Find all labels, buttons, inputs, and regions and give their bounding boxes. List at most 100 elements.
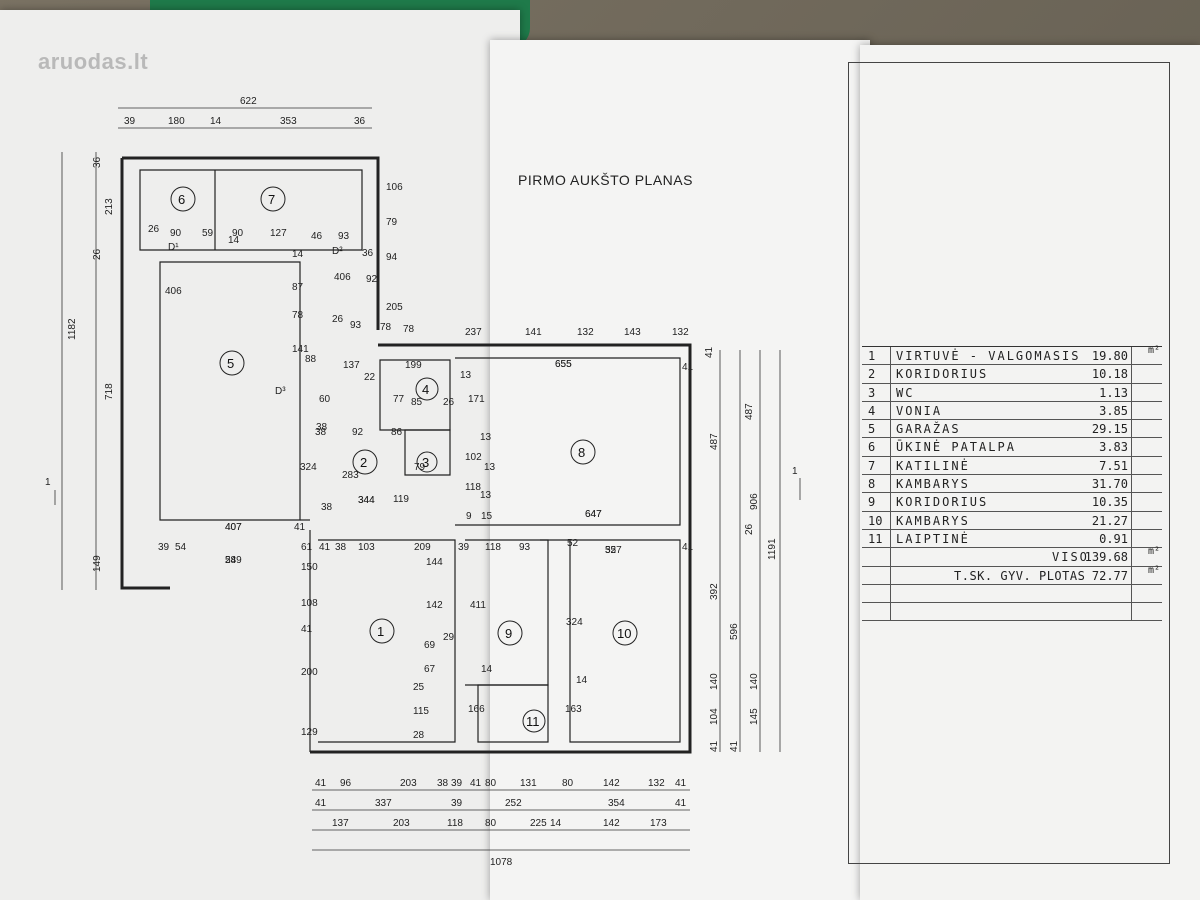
dim-inner: 14 xyxy=(292,249,304,260)
dim-bottom-row3: 118 xyxy=(447,818,463,829)
dim-906: 906 xyxy=(749,493,760,510)
paper-sheet-right xyxy=(860,45,1200,900)
dim-inner: 237 xyxy=(465,327,482,338)
dim-inner: 85 xyxy=(411,397,423,408)
dim-inner: 141 xyxy=(292,344,309,355)
dim-bottom-row3: 137 xyxy=(332,818,349,829)
dim-bottom-row1: 96 xyxy=(340,778,352,789)
dim-inner: 61 xyxy=(301,542,313,553)
dim-inner: 94 xyxy=(386,252,398,263)
dim-bottom-row1: 39 xyxy=(451,778,463,789)
dim-inner: 166 xyxy=(468,704,485,715)
dim-1191: 1191 xyxy=(767,538,778,560)
dim-inner: 41 xyxy=(294,522,306,533)
dim-bottom-row3: 80 xyxy=(485,818,497,829)
dim-inner: 647 xyxy=(585,509,602,520)
dim-inner: 119 xyxy=(393,494,409,505)
dim-inner: 289 xyxy=(225,555,242,566)
dim-inner: 78 xyxy=(380,322,392,333)
dimension-texts: 622 39 180 14 353 36 1078 406 407 655 64… xyxy=(45,96,798,868)
dim-inner: 655 xyxy=(555,359,572,370)
dim-inner: 411 xyxy=(470,600,486,611)
dim-inner: 283 xyxy=(342,470,359,481)
dim-bottom-row1: 203 xyxy=(400,778,417,789)
dim-bottom-total: 1078 xyxy=(490,857,513,868)
dim-392: 392 xyxy=(709,583,720,600)
dim-inner: 108 xyxy=(301,598,318,609)
dim-inner: 102 xyxy=(465,452,482,463)
room-label-10: 10 xyxy=(617,626,631,641)
room-label-8: 8 xyxy=(578,445,585,460)
dim-647: 647 xyxy=(585,509,602,520)
dim-inner: 132 xyxy=(577,327,594,338)
section-mark-right: 1 xyxy=(792,466,798,477)
dim-inner: 150 xyxy=(301,562,318,573)
dim-inner: 26 xyxy=(332,314,344,325)
dim-596: 596 xyxy=(729,623,740,640)
dim-right: 145 xyxy=(749,708,760,725)
dim-bottom-row2: 41 xyxy=(675,798,687,809)
dim-inner: 132 xyxy=(672,327,689,338)
door-label-d1: D¹ xyxy=(168,242,179,253)
dim-inner: 41 xyxy=(301,624,313,635)
dim-right: 487 xyxy=(744,403,755,420)
room-label-9: 9 xyxy=(505,626,512,641)
dim-inner: 141 xyxy=(525,327,542,338)
dim-bottom-row1: 80 xyxy=(562,778,574,789)
room-label-5: 5 xyxy=(227,356,234,371)
door-label-d2: D² xyxy=(332,246,343,257)
dim-inner: 78 xyxy=(403,324,415,335)
dim-left: 149 xyxy=(92,555,103,572)
dim-inner: 129 xyxy=(301,727,318,738)
dim-inner: 88 xyxy=(305,354,317,365)
room-label-11: 11 xyxy=(526,714,540,729)
dim-right: 41 xyxy=(729,740,740,752)
dim-inner: 13 xyxy=(480,432,492,443)
dim-inner: 25 xyxy=(413,682,425,693)
dim-inner: 52 xyxy=(567,538,579,549)
dim-bottom-row1: 142 xyxy=(603,778,620,789)
dim-top-a: 39 xyxy=(124,116,136,127)
dim-inner: 143 xyxy=(624,327,641,338)
dim-inner: 93 xyxy=(338,231,350,242)
dim-right: 41 xyxy=(704,346,715,358)
dim-inner: 93 xyxy=(350,320,362,331)
dim-right: 104 xyxy=(709,708,720,725)
dim-inner: 142 xyxy=(426,600,443,611)
dim-bottom-row2: 354 xyxy=(608,798,625,809)
dim-inner: 26 xyxy=(443,397,455,408)
dim-top-b: 180 xyxy=(168,116,185,127)
drawing-frame xyxy=(848,62,1170,864)
dim-inner: 13 xyxy=(460,370,472,381)
dim-bottom-row3: 173 xyxy=(650,818,667,829)
dim-right: 41 xyxy=(709,740,720,752)
room-label-2: 2 xyxy=(360,455,367,470)
dim-inner: 324 xyxy=(300,462,317,473)
dim-bottom-row2: 252 xyxy=(505,798,522,809)
dim-213: 213 xyxy=(104,198,115,215)
dim-inner: 26 xyxy=(148,224,160,235)
dim-487: 487 xyxy=(709,433,720,450)
section-mark-left: 1 xyxy=(45,477,51,488)
dim-inner: 205 xyxy=(386,302,403,313)
dim-bottom-row1: 38 xyxy=(437,778,449,789)
dim-bottom-row3: 203 xyxy=(393,818,410,829)
dim-bottom-row3: 142 xyxy=(603,818,620,829)
dim-inner: 357 xyxy=(605,545,622,556)
dim-inner: 87 xyxy=(292,282,304,293)
dim-right: 26 xyxy=(744,523,755,535)
dim-inner: 13 xyxy=(484,462,496,473)
dim-inner: 54 xyxy=(175,542,187,553)
legend-empty-row xyxy=(862,584,1162,604)
dim-inner: 92 xyxy=(352,427,364,438)
dim-right: 140 xyxy=(709,673,720,690)
dim-inner: 106 xyxy=(386,182,403,193)
dim-inner: 22 xyxy=(364,372,376,383)
